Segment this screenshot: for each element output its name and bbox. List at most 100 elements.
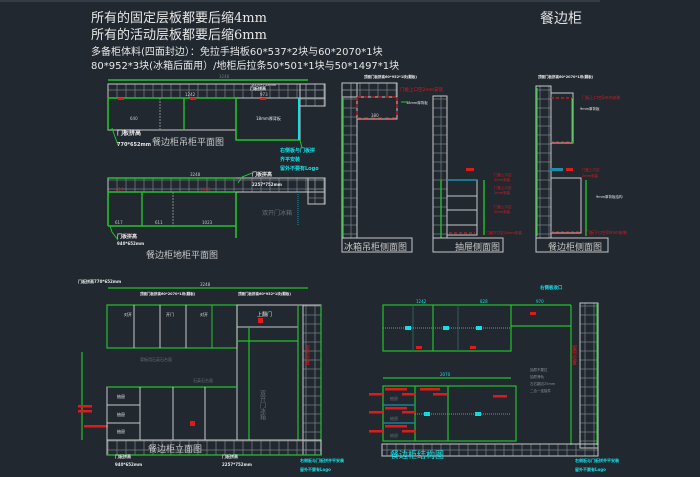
elevation-top-door-note: 顶面门板拼高60*952*1块(翻板) (238, 291, 291, 296)
wall-plan-dim: 1242 (185, 92, 196, 97)
structure-dim: 970 (536, 299, 544, 304)
structure-diagram[interactable]: 1242 828 970 右侧板收口 留帘位置 抽屉不要拉 抽屉滑轨 左右翻边2… (369, 284, 619, 472)
base-plan-top-size: 2257*752mm (252, 182, 282, 187)
sideboard-side-red-note: 2mm安装 (582, 173, 599, 178)
elevation-counter-note: 石英石台面 (193, 377, 213, 383)
drawer-side-red-note: 2mm安装 (494, 177, 511, 182)
structure-drawer-label: 抽屉 (390, 395, 398, 401)
base-plan-dim: 1933 (200, 187, 211, 192)
sideboard-side-view[interactable]: 顶面门板拼高60*2070*1块(翻板) 门板上口空2mm安装 门板上口空 2m… (535, 74, 627, 253)
fridge-side-red-note: 门板上口空2mm安装 (400, 86, 444, 93)
elevation-door-label: 开门 (166, 311, 174, 317)
wall-plan-title: 餐边柜吊柜平面图 (152, 136, 224, 148)
elevation-counter-note: 背板用石英石台面 (140, 356, 172, 362)
structure-title: 餐边柜结构图 (390, 449, 444, 461)
wall-plan-top-note: 门板拼高 (250, 85, 266, 91)
elevation-top-door-note: 顶面门板拼高60*2070*1块(翻板) (140, 291, 196, 296)
wall-plan-wall-corner (299, 83, 326, 107)
base-plan-dim: 617 (116, 187, 124, 192)
structure-bottom-total: 2070 (440, 372, 451, 377)
elevation-floor-hatch (106, 439, 322, 456)
drawer-side-wall (432, 95, 448, 239)
elevation-curtain-note: 留帘位置 (304, 344, 310, 366)
sideboard-side-title: 餐边柜侧面图 (548, 241, 602, 253)
base-plan-dim: 611 (155, 220, 163, 225)
elevation-door-size: 2257*752mm (222, 462, 252, 467)
drawing-title: 餐边柜 (540, 11, 582, 27)
elevation-drawer-label: 抽屉 (117, 428, 125, 434)
note-fixed-shelf: 所有的固定层板都要后缩4mm (91, 11, 267, 26)
structure-cyan-note: 留外不要有Logo (575, 466, 606, 472)
base-plan-top-note: 门板拼高 (252, 171, 272, 178)
fridge-side-panel-note: 18mm厚背板 (406, 100, 428, 105)
structure-grey-note: 二合一连接件 (530, 388, 551, 393)
elevation-cyan-note: 右侧板与门板拼齐平安装 (299, 457, 344, 463)
structure-wall-hatch (579, 302, 599, 449)
drawer-side-red-note: 2mm安装 (494, 190, 511, 195)
sideboard-side-red-note: 门板上口空 (582, 167, 600, 172)
drawer-side-view[interactable]: 门板上口空 2mm安装 门板上口空 2mm安装 门板上口空 2mm安装 门板下口… (432, 95, 522, 253)
wall-plan-right-note: 右侧板与门板拼 (279, 147, 315, 154)
fridge-side-title: 冰箱吊柜侧面图 (344, 241, 407, 253)
elevation-top-left-note: 门板拼高770*652mm (78, 278, 121, 284)
sideboard-side-panel-note: 9mm厚背板结构 (596, 194, 623, 199)
front-elevation[interactable]: 门板拼高770*652mm 3248 顶面门板拼高60*2070*1块(翻板) … (78, 278, 344, 472)
sideboard-side-red-note: 门板下口空20mm安装 (586, 229, 627, 235)
wall-plan-door-note: 门板拼高 (117, 129, 141, 137)
drawer-side-red-note: 门板上口空 (494, 185, 512, 190)
top-edge-bar (0, 0, 600, 2)
sideboard-side-red-note: 门板上口空2mm安装 (582, 94, 620, 100)
base-plan-door-size: 940*652mm (117, 241, 144, 246)
wall-plan-right-note: 齐平安装 (280, 156, 300, 163)
elevation-door-size: 940*652mm (115, 462, 142, 467)
elevation-door-note: 门板拼高 (222, 453, 238, 459)
note-material-1: 多备柜体料(四面封边）：免拉手挡板60*537*2块与60*2070*1块 (91, 47, 383, 58)
elevation-door-note: 门板拼高 (115, 453, 131, 459)
sideboard-side-top-note: 顶面门板拼高60*2070*1块(翻板) (538, 74, 594, 79)
structure-floor-hatch (381, 443, 599, 457)
wall-plan-dim: 640 (130, 116, 138, 121)
elevation-drawer-label: 抽屉 (117, 411, 125, 417)
elevation-title: 餐边柜立面图 (148, 443, 202, 455)
structure-grey-note: 左右翻边25mm (530, 381, 556, 386)
wall-cabinet-plan[interactable]: 1242 973 3248 640 18mm厚背板 门板拼高 770*652mm… (107, 74, 326, 172)
wall-plan-dim: 973 (260, 92, 268, 97)
structure-drawer-label: 抽屉 (390, 415, 398, 421)
drawer-side-red-note: 门板下口空20mm安装 (486, 230, 522, 235)
structure-cyan-note: 右侧板与门板拼齐平安装 (574, 457, 619, 463)
structure-grey-note: 抽屉不要拉 (530, 367, 548, 372)
structure-curtain-note: 留帘位置 (571, 344, 577, 366)
structure-dim: 828 (480, 299, 488, 304)
elevation-cyan-note: 留外不要有Logo (300, 466, 331, 472)
base-plan-total-dim: 3248 (190, 172, 201, 177)
wall-plan-door-size: 770*652mm (117, 142, 151, 148)
elevation-fridge-label: 双开门冰箱 (259, 390, 266, 421)
base-plan-door-note: 门板拼高 (117, 233, 137, 240)
wall-plan-top-size: 2257*752mm (252, 83, 277, 87)
base-plan-wall-corner (307, 177, 326, 205)
base-cabinet-plan[interactable]: 双开门冰箱 3248 1933 617 617 611 1023 门板拼高 94… (107, 171, 326, 261)
base-plan-dim: 617 (115, 220, 123, 225)
fridge-side-top-note: 顶面门板拼高60*952*1块(翻板) (364, 74, 417, 79)
structure-dim: 1242 (416, 299, 427, 304)
fridge-wall-side-view[interactable]: 顶面门板拼高60*952*1块(翻板) 门板上口空2mm安装 18mm厚背板 3… (341, 74, 444, 253)
wall-plan-panel-note: 18mm厚背板 (256, 115, 281, 121)
sideboard-side-wall (535, 85, 552, 239)
structure-grey-note: 抽屉滑轨 (530, 374, 544, 379)
wall-plan-wall-hatch (107, 83, 326, 99)
fridge-side-dim: 380 (371, 113, 379, 118)
sideboard-side-panel-note: 9mm厚背板 (580, 106, 600, 111)
drawer-side-red-note: 2mm安装 (494, 209, 511, 214)
base-plan-title: 餐边柜地柜平面图 (146, 249, 218, 261)
base-plan-dim: 1023 (202, 220, 213, 225)
note-material-2: 80*952*3块(冰箱后面用）/地柜后拉条50*501*1块与50*1497*… (91, 61, 400, 72)
drawer-side-red-note: 门板上口空 (494, 204, 512, 209)
wall-plan-total-dim: 3248 (219, 74, 230, 79)
fridge-side-wall (341, 82, 358, 239)
structure-cyan-note: 右侧板收口 (539, 284, 563, 291)
base-plan-wall-hatch (107, 177, 326, 193)
elevation-door-label: 对开 (124, 311, 132, 317)
wall-plan-left-box (107, 97, 237, 131)
base-plan-fridge-label: 双开门冰箱 (262, 209, 292, 217)
